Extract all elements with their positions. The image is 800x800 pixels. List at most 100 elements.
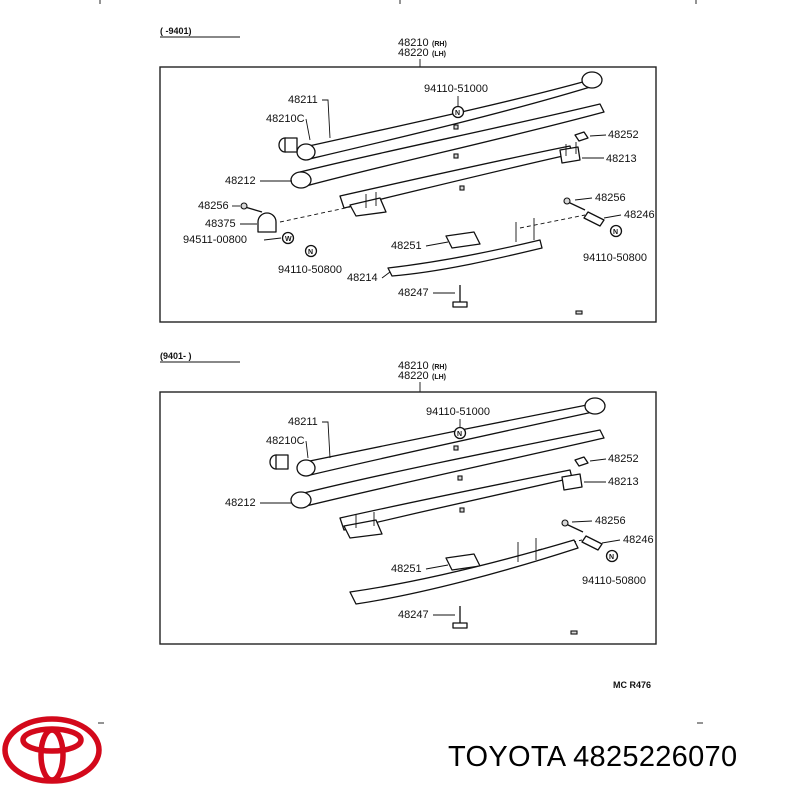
lower-lh-label: (LH) [432,374,446,381]
small-mark [575,310,583,315]
shackle-48246 [583,211,605,227]
leader-line [322,421,331,459]
label-48214: 48214 [347,272,378,284]
nut-94110-left [304,244,318,258]
upper-rh-label: (RH) [432,41,447,48]
leaf-end [290,171,312,189]
shackle-48246 [581,535,603,551]
rear-bracket-48213 [559,146,581,164]
front-eye-bushing [584,397,606,415]
label-48211: 48211 [288,416,318,428]
bolt-48256 [565,523,584,533]
leader-line [603,214,622,219]
center-hole [459,185,465,191]
clip-48252 [574,456,589,467]
label-48211: 48211 [288,94,318,106]
label-48256-right: 48256 [595,192,626,204]
bolt-head [452,622,468,629]
bolt-head [563,197,571,205]
label-94110-50800: 94110-50800 [582,575,646,587]
leader-line [425,241,449,247]
part-number-title: TOYOTA 4825226070 [448,741,738,773]
nut-symbol: N [457,431,462,438]
leader-line [589,458,607,462]
label-94110-51000: 94110-51000 [426,406,490,418]
center-hole [453,153,459,159]
label-48256: 48256 [595,515,626,527]
lower-plate-48214 [387,239,543,277]
center-hole [453,445,459,451]
label-48375: 48375 [205,218,236,230]
label-48213: 48213 [608,476,639,488]
washer-94511 [281,231,295,245]
upper-date-range: ( -9401) [160,26,192,36]
nut-symbol: N [308,249,313,256]
label-48212: 48212 [225,497,256,509]
upper-panel: ( -9401) 48210 (RH) 48220 (LH) [159,26,657,323]
bolt-48256-left [244,206,263,213]
nut-symbol: N [455,110,460,117]
rear-eye [296,459,316,477]
label-48251: 48251 [391,563,422,575]
front-eye-bushing [581,71,603,89]
leader-line [571,520,593,523]
nut-symbol: N [613,229,618,236]
leaf-spring-2 [299,429,605,507]
leader-line [601,539,621,544]
lower-rh-label: (RH) [432,364,447,371]
lower-alt-part-label: 48220 [398,370,429,382]
leader-line [263,237,282,241]
label-48252: 48252 [608,453,639,465]
label-94110-50800-right: 94110-50800 [583,252,647,264]
diagram-code: MC R476 [613,680,651,690]
nut-94110-right [609,224,623,238]
upper-panel-frame [159,66,657,323]
center-hole [457,475,463,481]
label-48210c: 48210C [266,435,305,447]
center-hole [459,507,465,513]
spring-bracket [349,197,387,217]
center-hole [453,124,459,130]
nut-94110-51000 [451,105,465,119]
toyota-logo-icon [2,716,102,784]
leaf-spring-2 [299,103,605,187]
bushing-body [284,137,298,153]
assembly-line [279,206,351,223]
label-94110-50800-left: 94110-50800 [278,264,342,276]
nut-94110-50800 [605,549,619,563]
upper-lh-label: (LH) [432,51,446,58]
label-48210c: 48210C [266,113,305,125]
label-48212: 48212 [225,175,256,187]
lower-panel-frame [159,391,657,645]
label-48246: 48246 [624,209,655,221]
label-48252: 48252 [608,129,639,141]
bolt-head [240,202,248,210]
leader-line [322,99,331,139]
upper-main-part-label: 48210 [398,37,429,49]
rear-eye [296,143,316,161]
leader-line [574,197,593,201]
lower-date-range: (9401- ) [160,351,192,361]
upper-alt-part-label: 48220 [398,47,429,59]
label-48246: 48246 [623,534,654,546]
bushing-body [275,454,289,470]
small-mark [570,630,578,635]
leader-line [305,118,311,141]
assembly-line [519,214,586,229]
lower-panel: (9401- ) 48210 (RH) 48220 (LH) N [159,351,657,645]
label-94511: 94511-00800 [183,234,247,246]
leader-line [589,134,607,137]
nut-94110-51000 [453,426,467,440]
label-48247: 48247 [398,609,429,621]
leaf-end [290,491,312,509]
lower-plate [349,539,579,605]
leader-line [425,564,449,570]
washer-symbol: W [285,236,292,243]
lower-main-part-label: 48210 [398,360,429,372]
bolt-48256-right [567,201,586,211]
label-48213: 48213 [606,153,637,165]
rear-bracket-48213 [561,473,583,491]
label-94110-51000: 94110-51000 [424,83,488,95]
clip-48252 [574,131,589,142]
